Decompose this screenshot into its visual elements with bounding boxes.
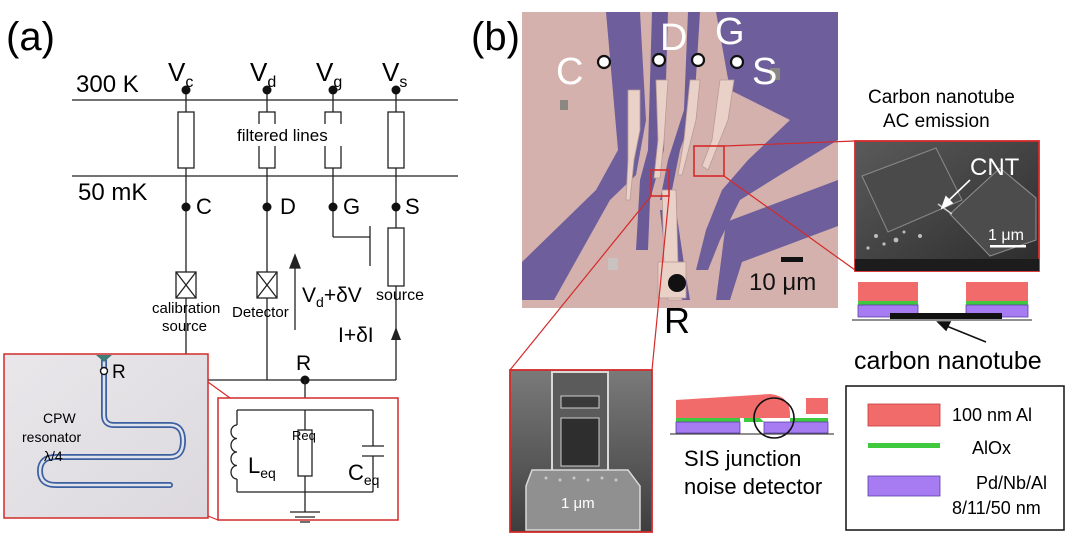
sem-scale-bar	[990, 245, 1026, 248]
sis-label-1: SIS junction	[684, 446, 801, 471]
zoom-box-cnt	[693, 145, 725, 177]
electrode-s: S	[752, 51, 777, 93]
leq-label: Leq	[248, 453, 276, 481]
calibration-label-1: calibration	[152, 300, 220, 317]
cpw-r-label: R	[112, 362, 126, 383]
detector-symbol	[256, 271, 278, 299]
source-label: source	[376, 287, 424, 304]
legend-swatch-al	[867, 403, 941, 427]
lcr-circuit	[230, 409, 384, 523]
legend-metal-text-2: 8/11/50 nm	[952, 498, 1041, 518]
temp-50mk: 50 mK	[78, 179, 147, 206]
panel-a-label: (a)	[6, 15, 55, 59]
vd-dv-label: Vd+δV	[302, 284, 362, 310]
detector-label: Detector	[232, 304, 289, 321]
sis-cross-section	[670, 394, 834, 439]
cpw-r-port	[99, 366, 109, 376]
vd-arrow	[289, 253, 301, 330]
current-arrow	[391, 327, 401, 340]
electrode-markers	[596, 52, 745, 70]
top-nodes	[181, 85, 401, 95]
ceq-label: Ceq	[348, 460, 379, 488]
mk-nodes	[181, 202, 401, 212]
electrode-d: D	[660, 17, 687, 59]
filtered-label-bg	[235, 124, 365, 146]
legend-metal-text-1: Pd/Nb/Al	[976, 473, 1047, 493]
electrode-g: G	[715, 11, 745, 53]
nanotube-arrow	[936, 321, 987, 343]
chip-micrograph	[522, 12, 838, 308]
panel-b: (b)	[471, 11, 1065, 533]
legend-al-text: 100 nm Al	[952, 405, 1032, 425]
scale-bar-10um	[781, 257, 803, 262]
emission-title-2: AC emission	[883, 111, 990, 132]
nanotube-label: carbon nanotube	[854, 347, 1042, 375]
sis-scale-label: 1 μm	[561, 495, 595, 512]
emission-title-1: Carbon nanotube	[868, 87, 1015, 108]
voltage-vg: Vg	[316, 57, 342, 91]
cnt-pointer-arrow	[940, 179, 971, 210]
r-pad-marker	[668, 274, 686, 292]
sis-sem-image	[509, 369, 653, 533]
electrode-c: C	[556, 51, 583, 93]
node-s: S	[405, 194, 420, 219]
sis-label-2: noise detector	[684, 474, 822, 499]
cpw-label-3: λ/4	[44, 448, 63, 464]
gate-wire	[333, 226, 371, 266]
panel-a: (a) 300 K 50 mK Vc Vd Vg Vs filtered lin…	[3, 15, 458, 523]
node-c: C	[196, 194, 212, 219]
panel-b-label: (b)	[471, 15, 520, 59]
materials-legend	[845, 385, 1065, 531]
source-device	[387, 227, 405, 287]
filter-c	[177, 111, 195, 169]
r-pad-label: R	[664, 300, 690, 341]
cnt-label: CNT	[970, 154, 1020, 181]
cpw-label-2: resonator	[22, 429, 81, 445]
node-d: D	[280, 194, 296, 219]
filtered-lines-label: filtered lines	[237, 126, 328, 145]
voltage-vs: Vs	[382, 57, 407, 91]
r-node-label: R	[296, 352, 311, 375]
legend-alox-text: AlOx	[972, 438, 1011, 458]
current-label: I+δI	[338, 324, 374, 347]
zoom-connectors-a	[207, 381, 231, 521]
zoom-box-sis	[650, 169, 670, 197]
cpw-resonator-trace	[37, 355, 186, 488]
sem-scale-label: 1 μm	[988, 227, 1024, 244]
node-g: G	[343, 194, 360, 219]
legend-swatch-metal	[867, 475, 941, 497]
voltage-vd: Vd	[250, 57, 276, 91]
calibration-label-2: source	[162, 318, 207, 335]
voltage-vc: Vc	[168, 57, 193, 91]
temp-300k: 300 K	[76, 71, 139, 98]
req-label: Req	[292, 428, 316, 443]
zoom-connectors-b	[509, 140, 856, 371]
scale-10um-label: 10 μm	[749, 269, 816, 296]
cpw-label-1: CPW	[43, 410, 76, 426]
calibration-source-symbol	[175, 271, 197, 299]
cnt-sem-image	[854, 140, 1040, 272]
filter-s	[387, 111, 405, 169]
cnt-cross-section	[852, 282, 1032, 321]
legend-swatch-alox	[868, 443, 940, 448]
